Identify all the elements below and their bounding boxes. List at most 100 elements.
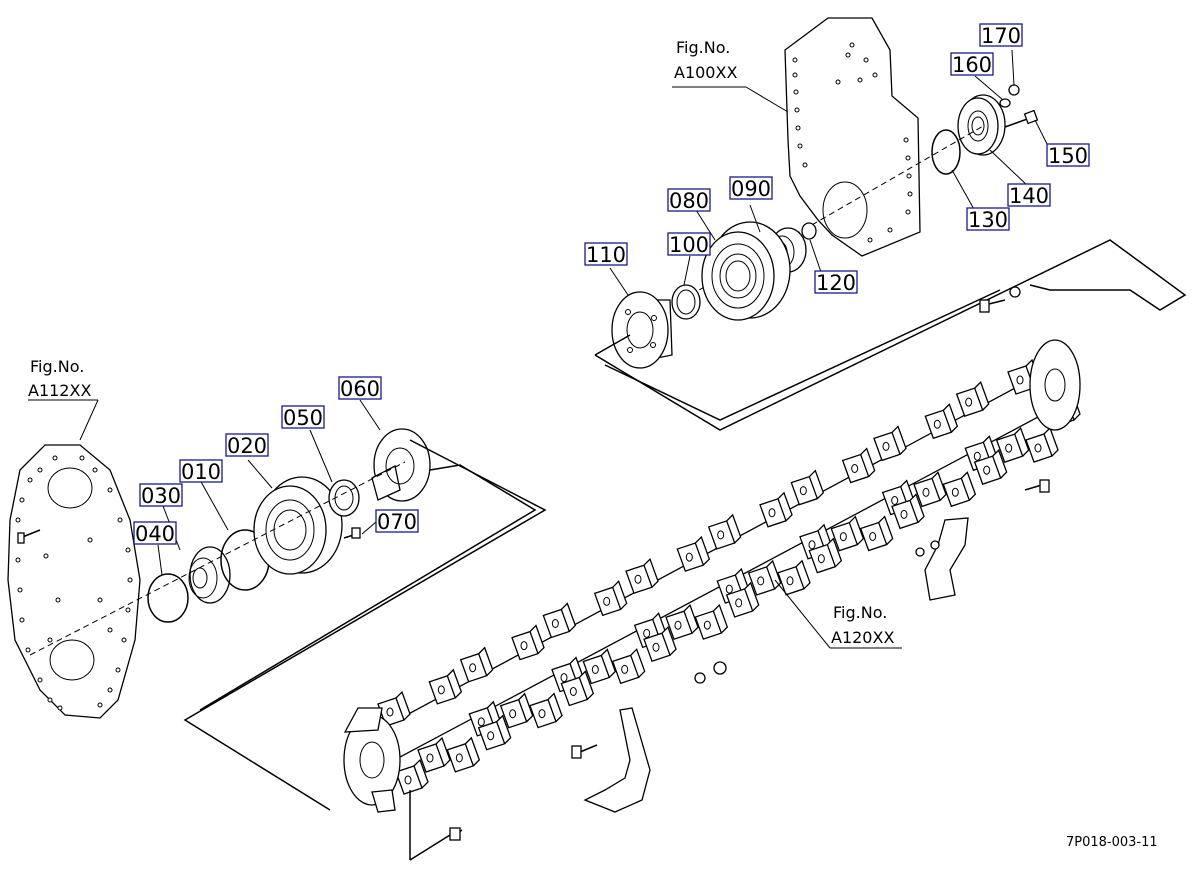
bolt-hole: [906, 173, 912, 179]
bolt-hole: [127, 577, 133, 583]
fig-ref-a100[interactable]: Fig.No. A100XX: [674, 38, 737, 82]
washer-160: [999, 98, 1011, 108]
holder-hole: [817, 554, 825, 564]
part-callout[interactable]: 010: [179, 459, 223, 484]
holder-hole: [634, 574, 642, 584]
side-plate-left: [7, 444, 141, 719]
blade-holder: [446, 736, 481, 773]
part-callout[interactable]: 100: [667, 232, 711, 257]
holder-hole: [725, 584, 733, 594]
holder-hole: [437, 685, 445, 695]
blade-holder: [665, 604, 699, 641]
holder-hole: [933, 419, 941, 429]
blade-holder: [499, 692, 534, 729]
nut-120: [801, 222, 817, 240]
part-callout[interactable]: 020: [225, 433, 269, 458]
holder-hole: [386, 707, 394, 717]
holder-hole: [603, 596, 611, 606]
bearing-flange-140: [957, 94, 1006, 156]
blade-holder: [417, 736, 451, 773]
part-callout-box: [729, 176, 773, 200]
bolt-hole: [905, 209, 911, 215]
part-number: 010: [181, 460, 221, 484]
bolt-hole: [19, 617, 25, 623]
part-callout-box: [281, 405, 325, 429]
part-callout[interactable]: 140: [1007, 183, 1051, 208]
bolt-hole: [887, 227, 893, 233]
blade-holder: [511, 624, 545, 661]
tine-blade-right: [924, 517, 969, 601]
part-callout[interactable]: 150: [1046, 143, 1090, 168]
bolt-hole: [125, 547, 131, 553]
part-callout-box: [584, 242, 628, 266]
part-callout[interactable]: 060: [338, 376, 382, 401]
holder-hole: [560, 673, 568, 683]
part-number: 060: [340, 377, 380, 401]
part-callout[interactable]: 050: [281, 405, 325, 430]
fig-ref-a120[interactable]: Fig.No. A120XX: [831, 603, 894, 647]
blade-holder: [477, 714, 512, 751]
part-callout[interactable]: 130: [966, 207, 1010, 232]
holder-hole: [839, 532, 847, 542]
holder-hole: [652, 642, 660, 652]
fig-ref-line2: A112XX: [28, 381, 91, 400]
blade-holder: [428, 668, 463, 705]
bolt-hole: [47, 637, 53, 643]
blade-holder: [395, 758, 429, 795]
bolt-hole: [52, 455, 58, 461]
bolt-hole: [835, 79, 841, 85]
fig-ref-line2: A120XX: [831, 628, 894, 647]
blade-holder: [725, 581, 760, 618]
fig-ref-a112[interactable]: Fig.No. A112XX: [28, 357, 91, 400]
o-ring-130: [931, 129, 961, 175]
blade-holder: [611, 648, 646, 685]
part-number: 140: [1009, 184, 1049, 208]
part-callout[interactable]: 170: [979, 23, 1023, 48]
part-callout-box: [375, 509, 419, 533]
bolt-hole: [107, 687, 113, 693]
part-number: 150: [1048, 144, 1088, 168]
part-number: 160: [952, 53, 992, 77]
bolt-hole: [55, 597, 61, 603]
blade-holder: [542, 602, 577, 639]
bolt-hole: [867, 237, 873, 243]
bolt-hole: [19, 497, 25, 503]
blade-holder: [859, 515, 894, 552]
part-callout[interactable]: 080: [667, 188, 711, 213]
holder-hole: [487, 731, 495, 741]
part-callout-box: [179, 459, 223, 483]
holder-hole: [1005, 443, 1013, 453]
bolt-hole: [125, 607, 131, 613]
fig-ref-line1: Fig.No.: [30, 357, 84, 376]
part-callout[interactable]: 160: [950, 52, 994, 77]
blade-holder: [676, 535, 711, 572]
part-callout[interactable]: 030: [139, 483, 183, 508]
blade-holder: [973, 448, 1008, 485]
blade-holder: [913, 471, 947, 508]
part-callout-box: [979, 23, 1023, 47]
holder-hole: [469, 663, 477, 673]
part-callout[interactable]: 110: [584, 242, 628, 267]
part-callout[interactable]: 120: [814, 270, 858, 295]
bolt-hole: [905, 155, 911, 161]
holder-hole: [951, 487, 959, 497]
part-callout[interactable]: 090: [729, 176, 773, 201]
part-number: 080: [669, 189, 709, 213]
blade-holder: [790, 469, 825, 506]
bolt-hole: [117, 517, 123, 523]
part-callout-box: [814, 270, 858, 294]
part-callout-box: [667, 188, 711, 212]
part-callout[interactable]: 070: [375, 509, 419, 534]
part-number: 100: [669, 233, 709, 257]
bolt-hole: [97, 597, 103, 603]
fig-ref-line1: Fig.No.: [833, 603, 887, 622]
holder-hole: [900, 509, 908, 519]
bolt-hole: [794, 107, 800, 113]
blade-holder: [808, 537, 843, 574]
part-callout[interactable]: 040: [133, 521, 177, 546]
holder-hole: [426, 753, 434, 763]
part-callout-box: [1046, 143, 1090, 167]
bolt-hole: [25, 647, 31, 653]
holder-hole: [1034, 443, 1042, 453]
blade-holder: [942, 471, 977, 508]
